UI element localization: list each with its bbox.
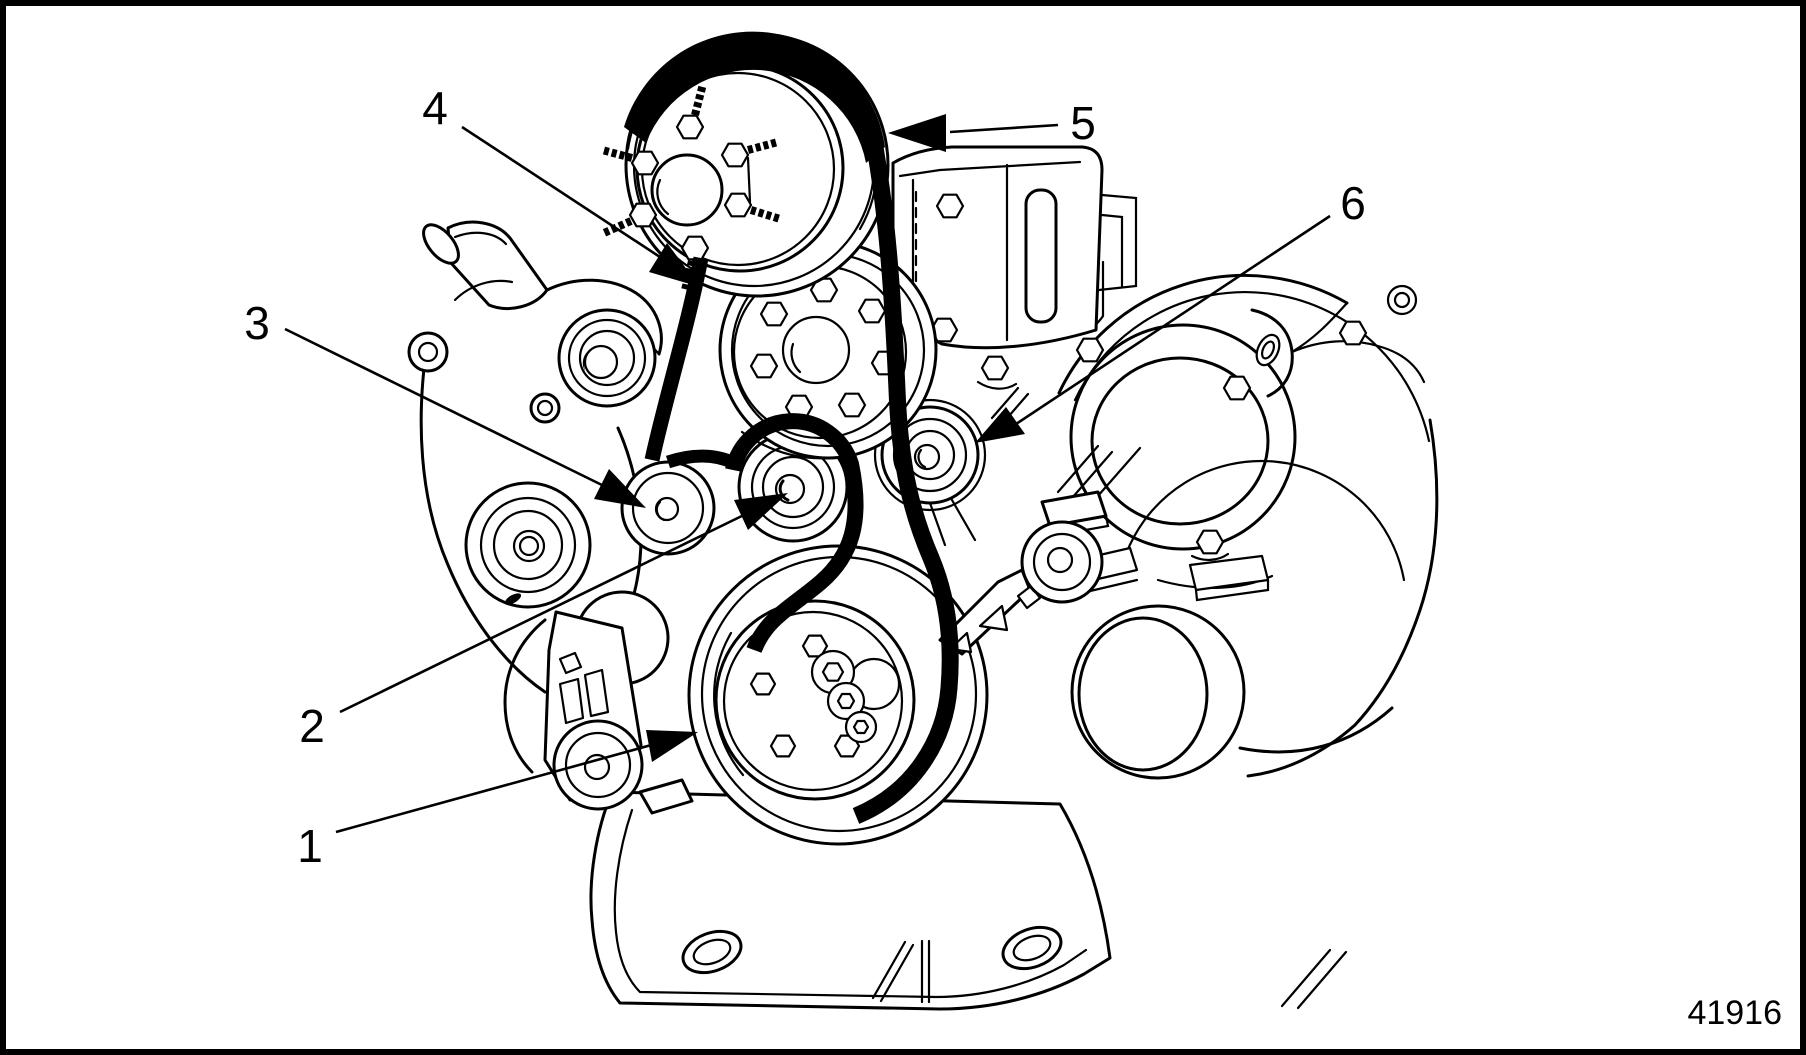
belt-idler-connector [665, 449, 737, 469]
accessory-pulley [557, 308, 657, 408]
callout-5-arrowhead [888, 114, 946, 152]
callouts: 4 5 6 3 2 1 [244, 82, 1366, 872]
belt-right-run [852, 140, 959, 824]
belt-over-fan-pulley [624, 31, 885, 163]
callout-5-leader [949, 123, 1059, 134]
callout-5-label: 5 [1070, 97, 1096, 149]
callout-1-label: 1 [297, 820, 323, 872]
callout-1-leader [335, 742, 656, 834]
idler-pulley-3 [620, 460, 716, 556]
callout-6-leader [1015, 214, 1331, 426]
belt-tensioner-right [938, 490, 1110, 656]
fan-pulley [600, 32, 890, 298]
callout-1-arrowhead [646, 730, 698, 762]
callout-4-arrowhead [649, 243, 700, 287]
callout-6-label: 6 [1340, 177, 1366, 229]
callout-6-arrowhead [975, 407, 1025, 443]
callout-3-arrowhead [594, 469, 646, 508]
callout-4-leader [461, 125, 664, 261]
callout-2-leader [339, 511, 749, 714]
engine-mount-plate [589, 790, 1112, 1011]
callout-4-label: 4 [422, 82, 448, 134]
callout-2-label: 2 [299, 700, 325, 752]
belt-idler-to-crank [725, 413, 864, 654]
callout-2-arrowhead [734, 493, 788, 530]
figure-number: 41916 [1687, 994, 1782, 1032]
callout-3-leader [284, 327, 607, 489]
belt-tensioner-left [543, 610, 694, 815]
flywheel-housing [976, 260, 1439, 1010]
callout-3-label: 3 [244, 297, 270, 349]
left-lower-pulley [464, 481, 592, 609]
